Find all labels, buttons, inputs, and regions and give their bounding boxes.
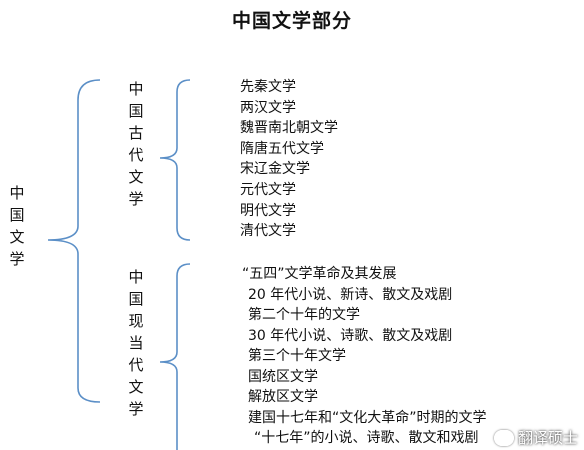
list-item: 30 年代小说、诗歌、散文及戏剧 — [248, 327, 453, 344]
branch-label-char: 现 — [128, 312, 144, 330]
list-item: 国统区文学 — [248, 368, 318, 385]
root-label: 中 国 文 学 — [8, 182, 26, 270]
list-item: 清代文学 — [240, 223, 296, 240]
list-item: 第三个十年文学 — [248, 348, 346, 364]
list-item: 20 年代小说、新诗、散文及戏剧 — [248, 286, 453, 303]
branch-label-char: 古 — [128, 124, 144, 142]
watermark-text: 翻译硕士 — [517, 429, 578, 447]
branch-label-char: 当 — [128, 334, 144, 352]
branch-label-char: 代 — [128, 146, 144, 164]
ancient-literature-label: 中 国 古 代 文 学 — [127, 78, 145, 210]
branch-label-char: 代 — [128, 356, 144, 374]
ancient-periods-list: 先秦文学 两汉文学 魏晋南北朝文学 隋唐五代文学 宋辽金文学 元代文学 明代文学… — [240, 77, 338, 242]
list-item: 解放区文学 — [248, 389, 318, 405]
root-label-char: 中 — [9, 184, 25, 202]
watermark: 翻译硕士 — [493, 427, 578, 448]
diagram-title: 中国文学部分 — [231, 10, 352, 32]
list-item: “十七年”的小说、诗歌、散文和戏剧 — [254, 430, 479, 446]
list-item: “五四”文学革命及其发展 — [242, 266, 397, 282]
branch-label-char: 国 — [128, 102, 144, 120]
list-item: 第二个十年的文学 — [248, 307, 360, 323]
branch-label-char: 中 — [128, 80, 144, 98]
list-item: 元代文学 — [240, 181, 296, 198]
list-item: 先秦文学 — [240, 79, 296, 95]
root-label-char: 学 — [9, 250, 25, 268]
modern-periods-list: “五四”文学革命及其发展 20 年代小说、新诗、散文及戏剧 第二个十年的文学 3… — [242, 264, 487, 449]
chat-bubble-icon — [493, 429, 514, 446]
list-item: 明代文学 — [240, 202, 296, 219]
branch-label-char: 学 — [128, 190, 144, 208]
branch-label-char: 国 — [128, 290, 144, 308]
modern-brace — [159, 263, 191, 450]
list-item: 隋唐五代文学 — [240, 140, 324, 157]
branch-label-char: 文 — [128, 168, 144, 186]
ancient-brace — [159, 79, 191, 241]
list-item: 建国十七年和“文化大革命”时期的文学 — [248, 409, 487, 426]
branch-label-char: 中 — [128, 268, 144, 286]
root-brace — [47, 79, 101, 403]
root-label-char: 文 — [9, 228, 25, 246]
list-item: 宋辽金文学 — [240, 161, 310, 178]
list-item: 魏晋南北朝文学 — [240, 120, 338, 137]
modern-literature-label: 中 国 现 当 代 文 学 — [127, 266, 145, 420]
root-label-char: 国 — [9, 206, 25, 224]
branch-label-char: 文 — [128, 378, 144, 396]
branch-label-char: 学 — [128, 400, 144, 418]
list-item: 两汉文学 — [240, 99, 296, 116]
